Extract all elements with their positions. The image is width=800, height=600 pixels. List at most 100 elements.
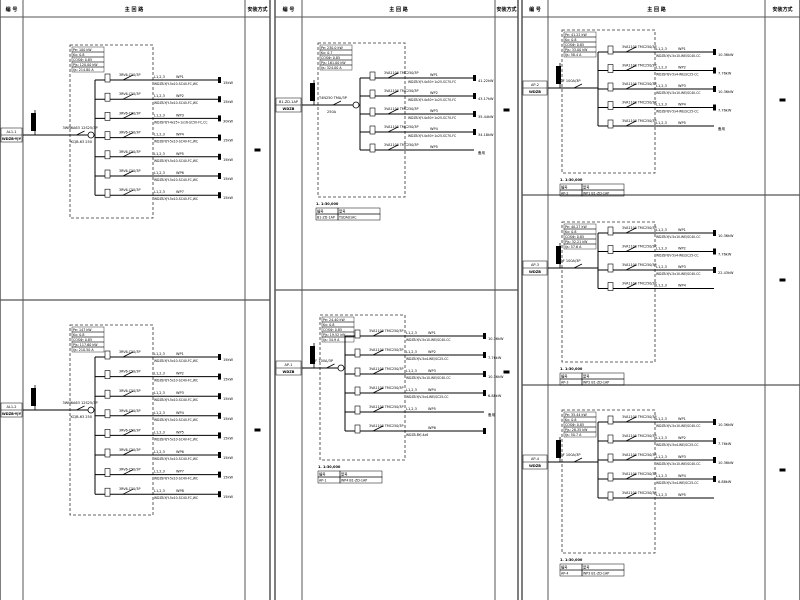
param-value: COSΦ: 0.85 — [73, 338, 92, 342]
load-terminal-icon — [218, 412, 221, 419]
breaker-icon — [122, 170, 134, 177]
breaker-label: 3RV6-C50/3P — [119, 92, 140, 96]
load-terminal-icon — [218, 115, 221, 122]
panel-caption: 1. 1:30,000 — [560, 178, 583, 182]
load-label: 10.36kW — [718, 90, 734, 94]
cable-spec: WDZB-YJY-5x10-SC40-FC,WC — [154, 477, 198, 481]
cable-spec: WDZB-YJY-5x10-SC40-FC,WC — [154, 437, 198, 441]
circuit-name: WP6 — [428, 426, 436, 430]
load-terminal-icon — [713, 104, 716, 111]
load-label: 7.76kW — [718, 109, 732, 113]
circuit-name: WP3 — [678, 455, 686, 459]
param-cell — [563, 243, 597, 250]
load-terminal-icon — [713, 86, 716, 92]
circuit-name: WP1 — [428, 331, 436, 335]
load-label: 6.88kW — [488, 394, 502, 398]
main-breaker-icon — [573, 263, 583, 269]
phase-label: L1,2,3 — [656, 284, 667, 288]
breaker-label: 3RV6-C50/3P — [119, 448, 140, 452]
contactor-icon — [104, 169, 111, 179]
breaker-icon — [372, 425, 384, 432]
contactor-icon — [607, 491, 614, 501]
circuit-name: WP7 — [176, 190, 184, 194]
breaker-icon — [372, 387, 384, 394]
cable-spec: WDZB-BYJ-4x6 — [406, 433, 428, 437]
circuit-name: WP3 — [176, 391, 184, 395]
circuit-name: WP5 — [428, 407, 436, 411]
panel-feeder: WDZB-YJY — [2, 137, 22, 141]
phase-label: L1,2,3 — [154, 470, 165, 474]
cable-spec: WDZB-YJY-4x50+1x25-SC70-FC — [408, 134, 456, 138]
breaker-icon — [122, 351, 134, 358]
install-mark — [779, 278, 786, 282]
install-mark-text: 明装 — [497, 376, 503, 381]
breaker-icon — [625, 83, 637, 90]
param-cell — [321, 336, 355, 343]
cable-spec: WDZB-YJV-5x4-WE/SC25-CC — [406, 357, 449, 361]
breaker-label: 3VA1100 TMC250/3P — [622, 45, 657, 49]
circuit-name: WP5 — [678, 493, 686, 497]
circuit-name: WP3 — [176, 113, 184, 117]
header-col_install: 安装方式 — [772, 6, 792, 13]
table-text: AP-4 — [561, 572, 568, 576]
contactor-icon — [607, 472, 614, 482]
phase-label: L1,2,3 — [656, 455, 667, 459]
contactor-icon — [104, 92, 111, 102]
contactor-icon — [104, 150, 111, 160]
contactor-icon — [104, 131, 111, 140]
phase-label: L1,2,3 — [154, 430, 165, 434]
header-col_main: 主 回 路 — [647, 6, 666, 13]
panel-id: B1-ZD-1AP — [279, 100, 298, 104]
breaker-label: 3RV6-C50/3P — [119, 350, 140, 354]
circuit-name: WP1 — [678, 417, 686, 421]
distribution-panels: 编 号主 回 路安装方式编 号主 回 路安装方式编 号主 回 路安装方式Pe: … — [0, 6, 793, 577]
param-value: Pjs: 19.52 kW — [323, 333, 346, 337]
circuit-name: WP1 — [678, 228, 686, 232]
table-cell — [337, 213, 381, 221]
breaker-label: 3VA1100 TMC250/3P — [384, 89, 419, 93]
load-terminal-icon — [218, 77, 221, 83]
circuit-name: WP8 — [176, 489, 184, 493]
param-value: Ijs: 50.7 A — [565, 433, 582, 437]
breaker-label: 3VA1100 TMC250/3P — [369, 367, 404, 371]
panel-feeder: WDZB — [283, 370, 295, 374]
cable-spec: WDZB-YJV-5x10-WE/SC40-CC — [656, 424, 701, 428]
circuit-name: WP5 — [176, 152, 184, 156]
load-terminal-icon — [218, 192, 221, 199]
load-terminal-icon — [713, 457, 716, 463]
meter-icon — [337, 364, 345, 372]
param-value: Ijs: 210.50 A — [73, 348, 94, 352]
load-terminal-icon — [713, 476, 716, 482]
main-breaker-icon — [76, 130, 85, 136]
incoming-cable-tag — [556, 66, 561, 84]
circuit-name: WP3 — [678, 265, 686, 269]
main-breaker-label: 3WN6A63 12S25/3P — [63, 401, 98, 405]
breaker-icon — [122, 488, 134, 495]
load-label: 备用 — [488, 412, 496, 417]
contactor-icon — [607, 453, 614, 463]
load-label: 15kW — [223, 139, 233, 143]
table-text: 编号 — [319, 472, 326, 477]
cable-spec: WDZB-YJV-5x10-WE/SC40-CC — [656, 235, 701, 239]
breaker-icon — [387, 72, 399, 79]
param-value: Pjs: 28.35 kW — [565, 428, 588, 432]
cable-spec: WDZB-YJY-5x10-SC40-FC,WC — [154, 496, 198, 500]
contactor-icon — [354, 405, 361, 415]
param-value: COSΦ: 0.85 — [323, 328, 342, 332]
load-label: 15kW — [223, 158, 233, 162]
contactor-icon — [104, 188, 111, 198]
circuit-name: WP1 — [176, 75, 184, 79]
